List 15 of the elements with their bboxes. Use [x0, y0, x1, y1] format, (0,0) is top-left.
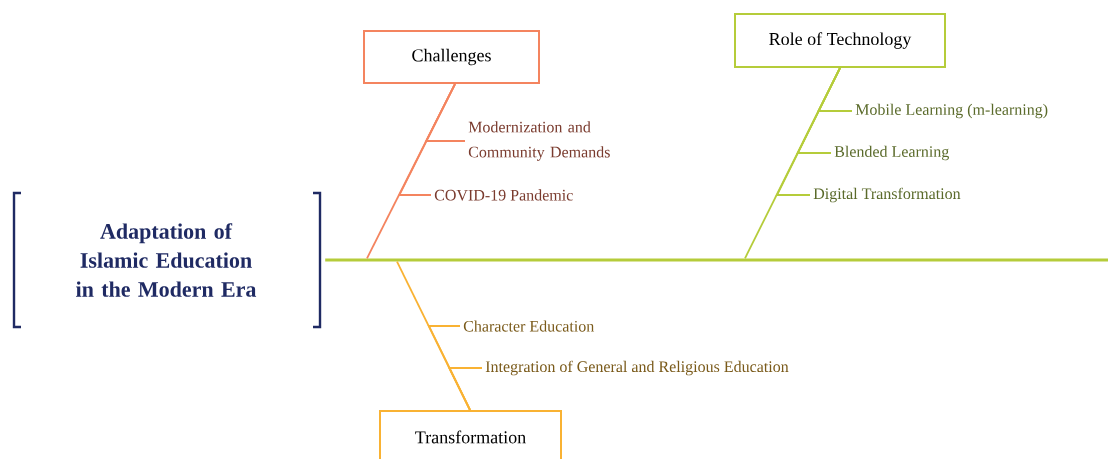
- title-text: Adaptation of Islamic Education in the Modern Era: [76, 223, 257, 297]
- cause-text: COVID-19 Pandemic: [434, 189, 573, 201]
- rib-line: [775, 67, 841, 196]
- category-box: Role of Technology: [734, 13, 946, 68]
- rib-line: [447, 367, 483, 411]
- spine-line: [325, 258, 1108, 262]
- rib-line: [397, 83, 456, 196]
- cause-text: Blended Learning: [834, 145, 949, 161]
- category-box: Transformation: [379, 410, 562, 459]
- cause-text: Integration of General and Religious Education: [485, 360, 789, 376]
- cause-text: Mobile Learning (m-learning): [855, 103, 1048, 119]
- category-box: Challenges: [363, 30, 540, 84]
- cause-text: Digital Transformation: [813, 187, 961, 203]
- cause-text: Modernization and Community Demands: [468, 121, 610, 161]
- cause-text: Character Education: [463, 320, 595, 332]
